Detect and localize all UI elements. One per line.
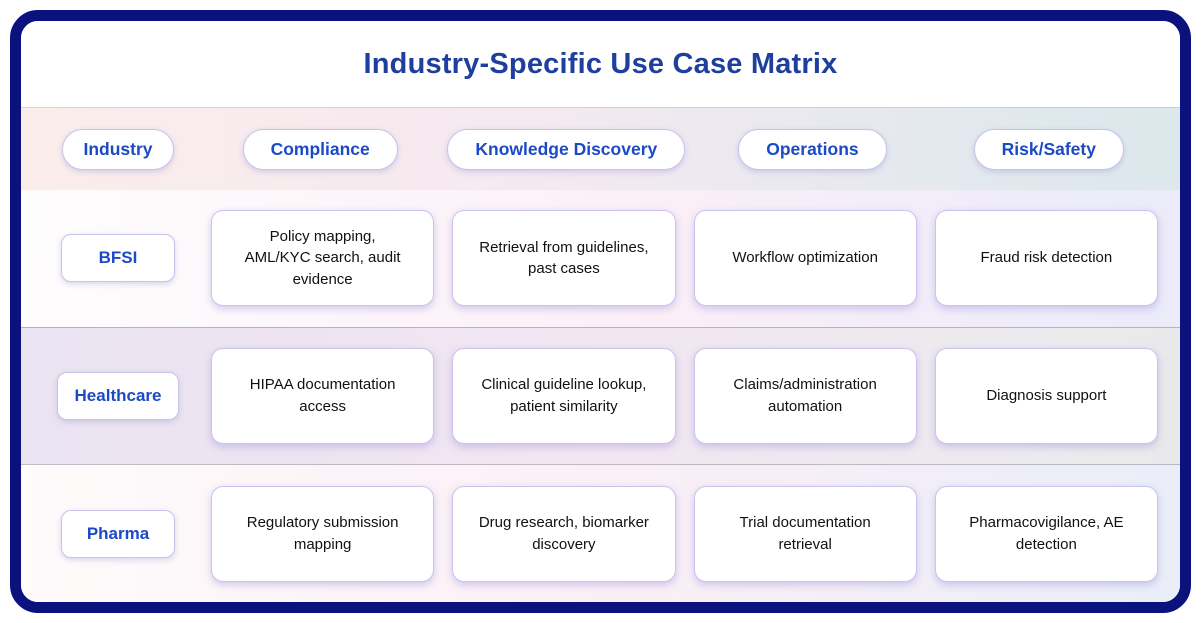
row-label-pharma: Pharma — [61, 509, 175, 558]
column-header-risk-safety: Risk/Safety — [973, 128, 1124, 170]
cell-pharma-operations: Trial documentation retrieval — [693, 485, 917, 582]
cell-bfsi-compliance: Policy mapping, AML/KYC search, audit ev… — [211, 210, 435, 307]
matrix-card: Industry-Specific Use Case Matrix Indust… — [10, 10, 1191, 613]
column-header-knowledge-discovery: Knowledge Discovery — [447, 128, 686, 170]
table-row-bfsi: BFSI Policy mapping, AML/KYC search, aud… — [21, 190, 1180, 327]
cell-pharma-compliance: Regulatory submission mapping — [211, 485, 435, 582]
page-title: Industry-Specific Use Case Matrix — [363, 47, 838, 80]
column-header-operations: Operations — [738, 128, 887, 170]
row-label-bfsi: BFSI — [61, 234, 175, 283]
header-row: Industry Compliance Knowledge Discovery … — [21, 107, 1180, 190]
cell-pharma-knowledge-discovery: Drug research, biomarker discovery — [452, 485, 676, 582]
row-label-healthcare: Healthcare — [56, 372, 180, 420]
table-row-pharma: Pharma Regulatory submission mapping Dru… — [21, 464, 1180, 602]
cell-healthcare-operations: Claims/administration automation — [693, 348, 917, 444]
cell-healthcare-knowledge-discovery: Clinical guideline lookup, patient simil… — [452, 348, 676, 444]
cell-bfsi-risk-safety: Fraud risk detection — [934, 210, 1158, 307]
cell-healthcare-risk-safety: Diagnosis support — [934, 348, 1158, 444]
cell-healthcare-compliance: HIPAA documentation access — [211, 348, 435, 444]
cell-pharma-risk-safety: Pharmacovigilance, AE detection — [934, 485, 1158, 582]
column-header-industry: Industry — [62, 128, 174, 170]
cell-bfsi-operations: Workflow optimization — [693, 210, 917, 307]
column-header-compliance: Compliance — [242, 128, 398, 170]
title-bar: Industry-Specific Use Case Matrix — [21, 21, 1180, 107]
table-row-healthcare: Healthcare HIPAA documentation access Cl… — [21, 326, 1180, 465]
cell-bfsi-knowledge-discovery: Retrieval from guidelines, past cases — [452, 210, 676, 307]
